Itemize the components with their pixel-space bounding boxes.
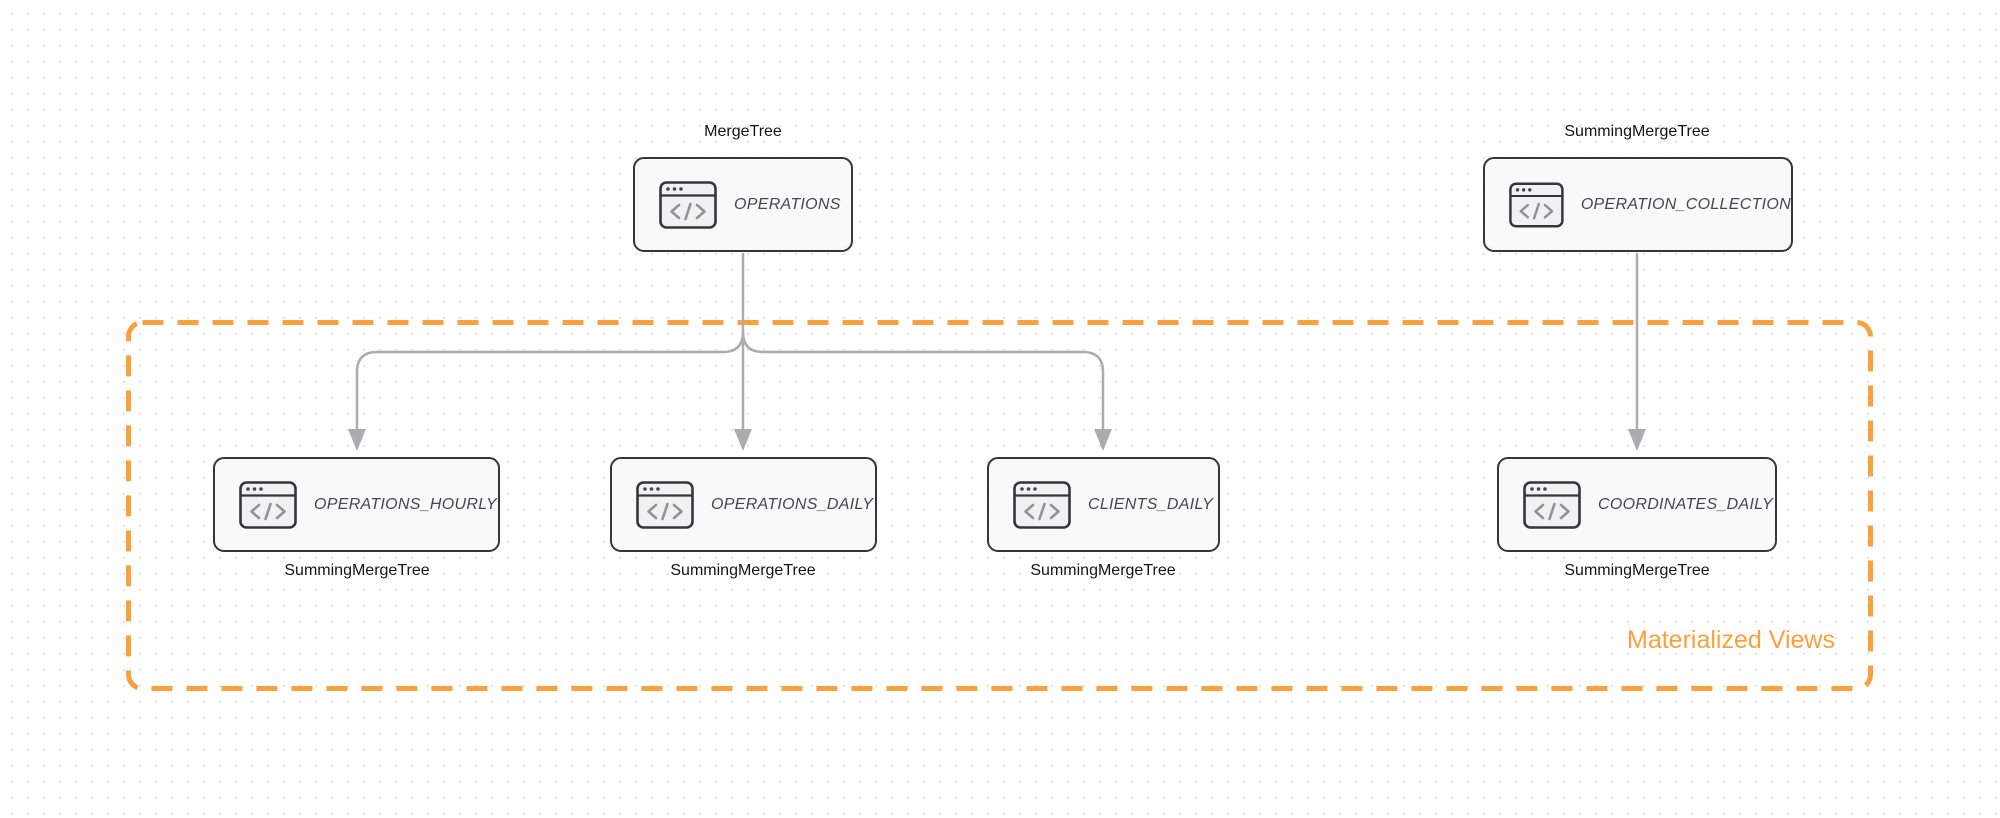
window-code-icon bbox=[1523, 480, 1581, 529]
window-code-icon bbox=[636, 480, 694, 529]
node-clients-daily[interactable]: CLIENTS_DAILY bbox=[987, 457, 1220, 552]
edge-operations-to-clients-daily bbox=[741, 330, 1105, 431]
node-operations-daily[interactable]: OPERATIONS_DAILY bbox=[610, 457, 877, 552]
node-title: OPERATIONS_HOURLY bbox=[314, 495, 497, 513]
arrowhead-operations-daily bbox=[734, 429, 752, 451]
engine-label-clients-daily: SummingMergeTree bbox=[1030, 562, 1176, 579]
arrowhead-clients-daily bbox=[1094, 429, 1112, 451]
window-code-icon bbox=[239, 480, 297, 529]
engine-label-operations-hourly: SummingMergeTree bbox=[284, 562, 430, 579]
engine-label-operations-daily: SummingMergeTree bbox=[670, 562, 816, 579]
node-operation-collection[interactable]: OPERATION_COLLECTION bbox=[1483, 157, 1793, 252]
node-title: OPERATIONS_DAILY bbox=[711, 495, 874, 513]
engine-label-coordinates-daily: SummingMergeTree bbox=[1564, 562, 1710, 579]
node-operations-hourly[interactable]: OPERATIONS_HOURLY bbox=[213, 457, 500, 552]
window-code-icon bbox=[659, 180, 717, 229]
engine-label-operations: MergeTree bbox=[704, 123, 782, 140]
node-operations[interactable]: OPERATIONS bbox=[633, 157, 853, 252]
arrowhead-operations-hourly bbox=[348, 429, 366, 451]
node-title: OPERATIONS bbox=[734, 195, 841, 213]
node-title: OPERATION_COLLECTION bbox=[1580, 195, 1791, 213]
window-code-icon bbox=[1509, 182, 1564, 227]
window-code-icon bbox=[1013, 480, 1071, 529]
node-title: CLIENTS_DAILY bbox=[1088, 495, 1214, 513]
node-title: COORDINATES_DAILY bbox=[1598, 495, 1773, 513]
edge-operations-to-operations-hourly bbox=[355, 330, 745, 431]
engine-label-operation-collection: SummingMergeTree bbox=[1564, 123, 1710, 140]
materialized-views-label: Materialized Views bbox=[1627, 626, 1835, 654]
node-coordinates-daily[interactable]: COORDINATES_DAILY bbox=[1497, 457, 1777, 552]
arrowhead-coordinates-daily bbox=[1628, 429, 1646, 451]
materialized-views-group-border bbox=[126, 320, 1873, 691]
